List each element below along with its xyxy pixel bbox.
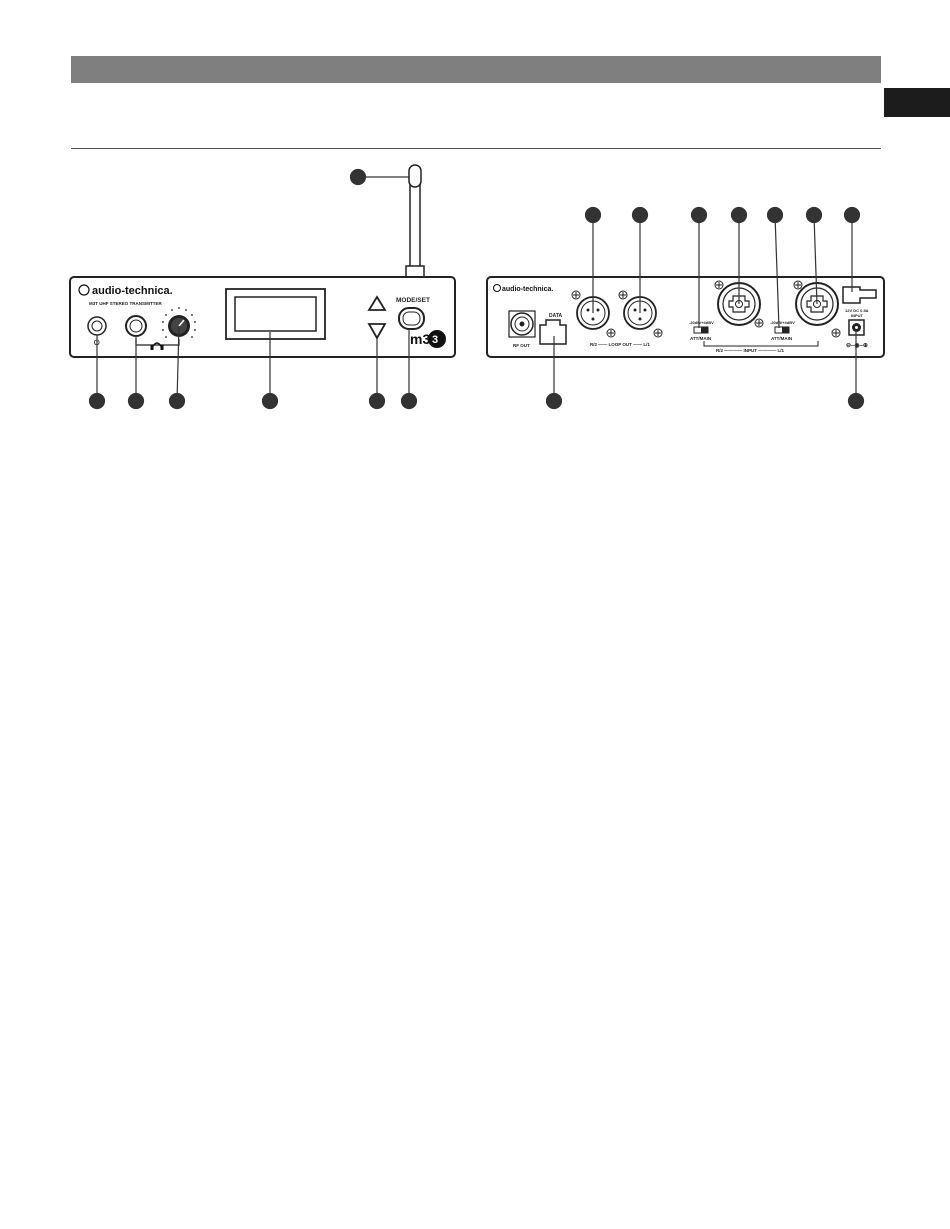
callout-input-l — [807, 208, 822, 223]
data-label: DATA — [549, 313, 563, 319]
front-model: M3T UHF STEREO TRANSMITTER — [89, 301, 162, 306]
att-left-level: -20dB/+4dBV — [770, 320, 795, 325]
callout-att-l — [768, 208, 783, 223]
callout-loop-out-l — [633, 208, 648, 223]
callout-att-r — [692, 208, 707, 223]
callout-input-r — [732, 208, 747, 223]
m3-badge: 3 m3 — [410, 330, 446, 348]
att-left-switch[interactable] — [775, 327, 789, 333]
mode-set-button[interactable] — [399, 308, 424, 329]
svg-text:3: 3 — [432, 334, 438, 346]
callout-power — [90, 394, 105, 409]
att-right-label: ATT/MAIN — [690, 336, 711, 341]
rear-brand: audio-technica. — [502, 286, 553, 293]
callout-antenna — [351, 170, 366, 185]
antenna — [406, 165, 424, 278]
callout-cable-clamp — [845, 208, 860, 223]
product-badge: m3 — [410, 331, 430, 347]
dc-sub-label: INPUT — [851, 313, 864, 318]
front-logo: audio-technica. M3T UHF STEREO TRANSMITT… — [79, 285, 173, 306]
callout-up-down — [370, 394, 385, 409]
callout-loop-out-r — [586, 208, 601, 223]
headphone-jack[interactable] — [126, 316, 146, 336]
front-brand: audio-technica. — [92, 285, 173, 297]
input-label: R/2 ———— INPUT ———— L/1 — [716, 348, 785, 353]
dc-polarity-icon: ⊖–◉–⊕ — [846, 343, 868, 349]
callout-volume — [170, 394, 185, 409]
rf-out-label: RF OUT — [513, 343, 530, 348]
callout-display — [263, 394, 278, 409]
att-right-level: -20dB/+4dBV — [689, 320, 714, 325]
callout-mode-set — [402, 394, 417, 409]
att-right-switch[interactable] — [694, 327, 708, 333]
callout-headphone-jack — [129, 394, 144, 409]
rf-out-connector[interactable] — [509, 311, 535, 337]
lcd-display — [226, 289, 325, 339]
mode-set-label: MODE/SET — [396, 297, 430, 304]
front-panel: audio-technica. M3T UHF STEREO TRANSMITT… — [70, 165, 455, 357]
callout-data — [547, 394, 562, 409]
rear-panel: audio-technica. RF OUT DATA — [487, 277, 884, 357]
att-left-label: ATT/MAIN — [771, 336, 792, 341]
callout-dc-input — [849, 394, 864, 409]
loop-out-label: R/2 —— LOOP OUT —— L/1 — [590, 342, 650, 347]
